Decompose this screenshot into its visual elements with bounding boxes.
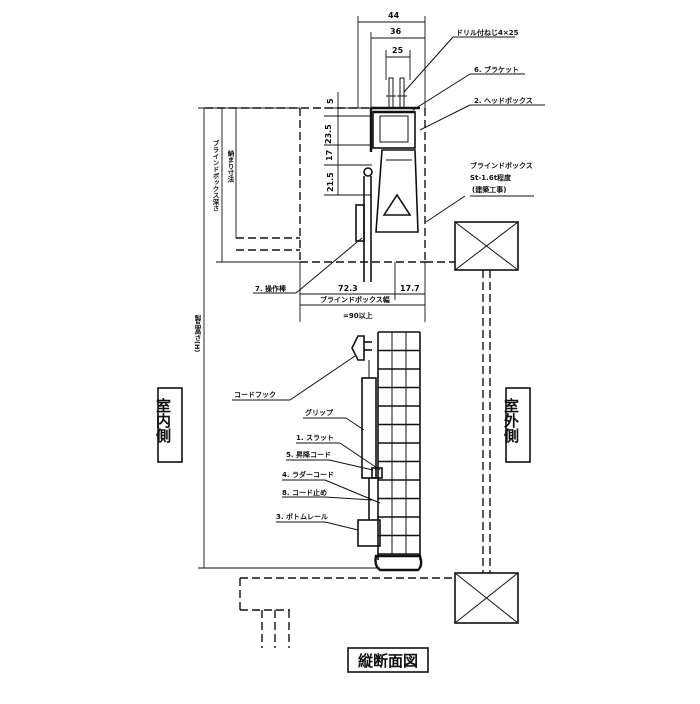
tilt-mechanism <box>363 149 419 233</box>
label-cord-stopper: 8. コード止め <box>282 488 327 497</box>
dim-17: 17 <box>325 150 334 161</box>
dim-36: 36 <box>390 27 402 36</box>
label-operating-rod: 7. 操作棒 <box>255 284 287 293</box>
operating-rod-top <box>355 204 372 282</box>
sill-outline <box>239 577 455 648</box>
label-grip: グリップ <box>305 408 334 417</box>
box-depth-label: ブラインドボックス深さ <box>211 139 219 213</box>
label-slat: 1. スラット <box>296 434 334 442</box>
outdoor-side-box: 室外側 <box>502 387 531 463</box>
top-dimensions: 44 36 25 <box>357 11 426 108</box>
box-dimensions: 72.3 17.7 ブラインドボックス幅 =90以上 <box>299 262 426 322</box>
ceiling-outline <box>205 107 455 263</box>
dim-25: 25 <box>392 46 404 55</box>
label-bottom-rail: 3. ボトムレール <box>276 512 328 521</box>
indoor-side-box: 室内側 <box>154 387 183 463</box>
label-headbox: 2. ヘッドボックス <box>474 96 533 105</box>
bracket <box>369 106 420 152</box>
dim-5: 5 <box>326 98 335 104</box>
label-cord-hook: コードフック <box>234 390 276 399</box>
title-box: 縦断面図 <box>347 647 429 673</box>
box-width-label: ブラインドボックス幅 <box>320 295 390 304</box>
slat-ladder <box>377 331 421 560</box>
label-screw: ドリル付ねじ4×25 <box>456 28 519 37</box>
outdoor-side-label: 室外側 <box>502 397 520 444</box>
glass-pane <box>482 270 491 573</box>
headbox <box>372 110 416 149</box>
dim-17-7: 17.7 <box>400 284 420 293</box>
label-bracket: 6. ブラケット <box>474 65 519 74</box>
dim-23-5: 23.5 <box>324 124 333 144</box>
drawing-title: 縦断面図 <box>358 652 418 670</box>
screws <box>386 77 407 109</box>
dim-21-5: 21.5 <box>326 172 335 192</box>
operating-rod-lower <box>351 335 423 572</box>
label-blind-box-note: (建築工事) <box>472 185 506 194</box>
product-height-label: 製品高さ(H) <box>193 314 202 353</box>
dim-72-3: 72.3 <box>338 284 358 293</box>
label-ladder-cord: 4. ラダーコード <box>282 470 334 479</box>
height-dimension <box>198 107 380 569</box>
leader-lines <box>232 36 545 531</box>
label-lift-cord: 5. 昇降コード <box>286 450 331 459</box>
window-frame-top <box>454 195 534 271</box>
left-dimensions: 5 23.5 17 21.5 <box>324 92 372 196</box>
clearance-label: 納まり寸法 <box>226 149 234 184</box>
label-blind-box-spec: St-1.6t程度 <box>470 173 512 182</box>
window-frame-bottom <box>454 572 519 624</box>
dim-44: 44 <box>388 11 400 20</box>
part-labels: ドリル付ねじ4×25 6. ブラケット 2. ヘッドボックス ブラインドボックス… <box>234 28 533 521</box>
box-width-min-label: =90以上 <box>343 311 373 320</box>
label-blind-box: ブラインドボックス <box>470 161 533 170</box>
indoor-side-label: 室内側 <box>154 397 172 444</box>
